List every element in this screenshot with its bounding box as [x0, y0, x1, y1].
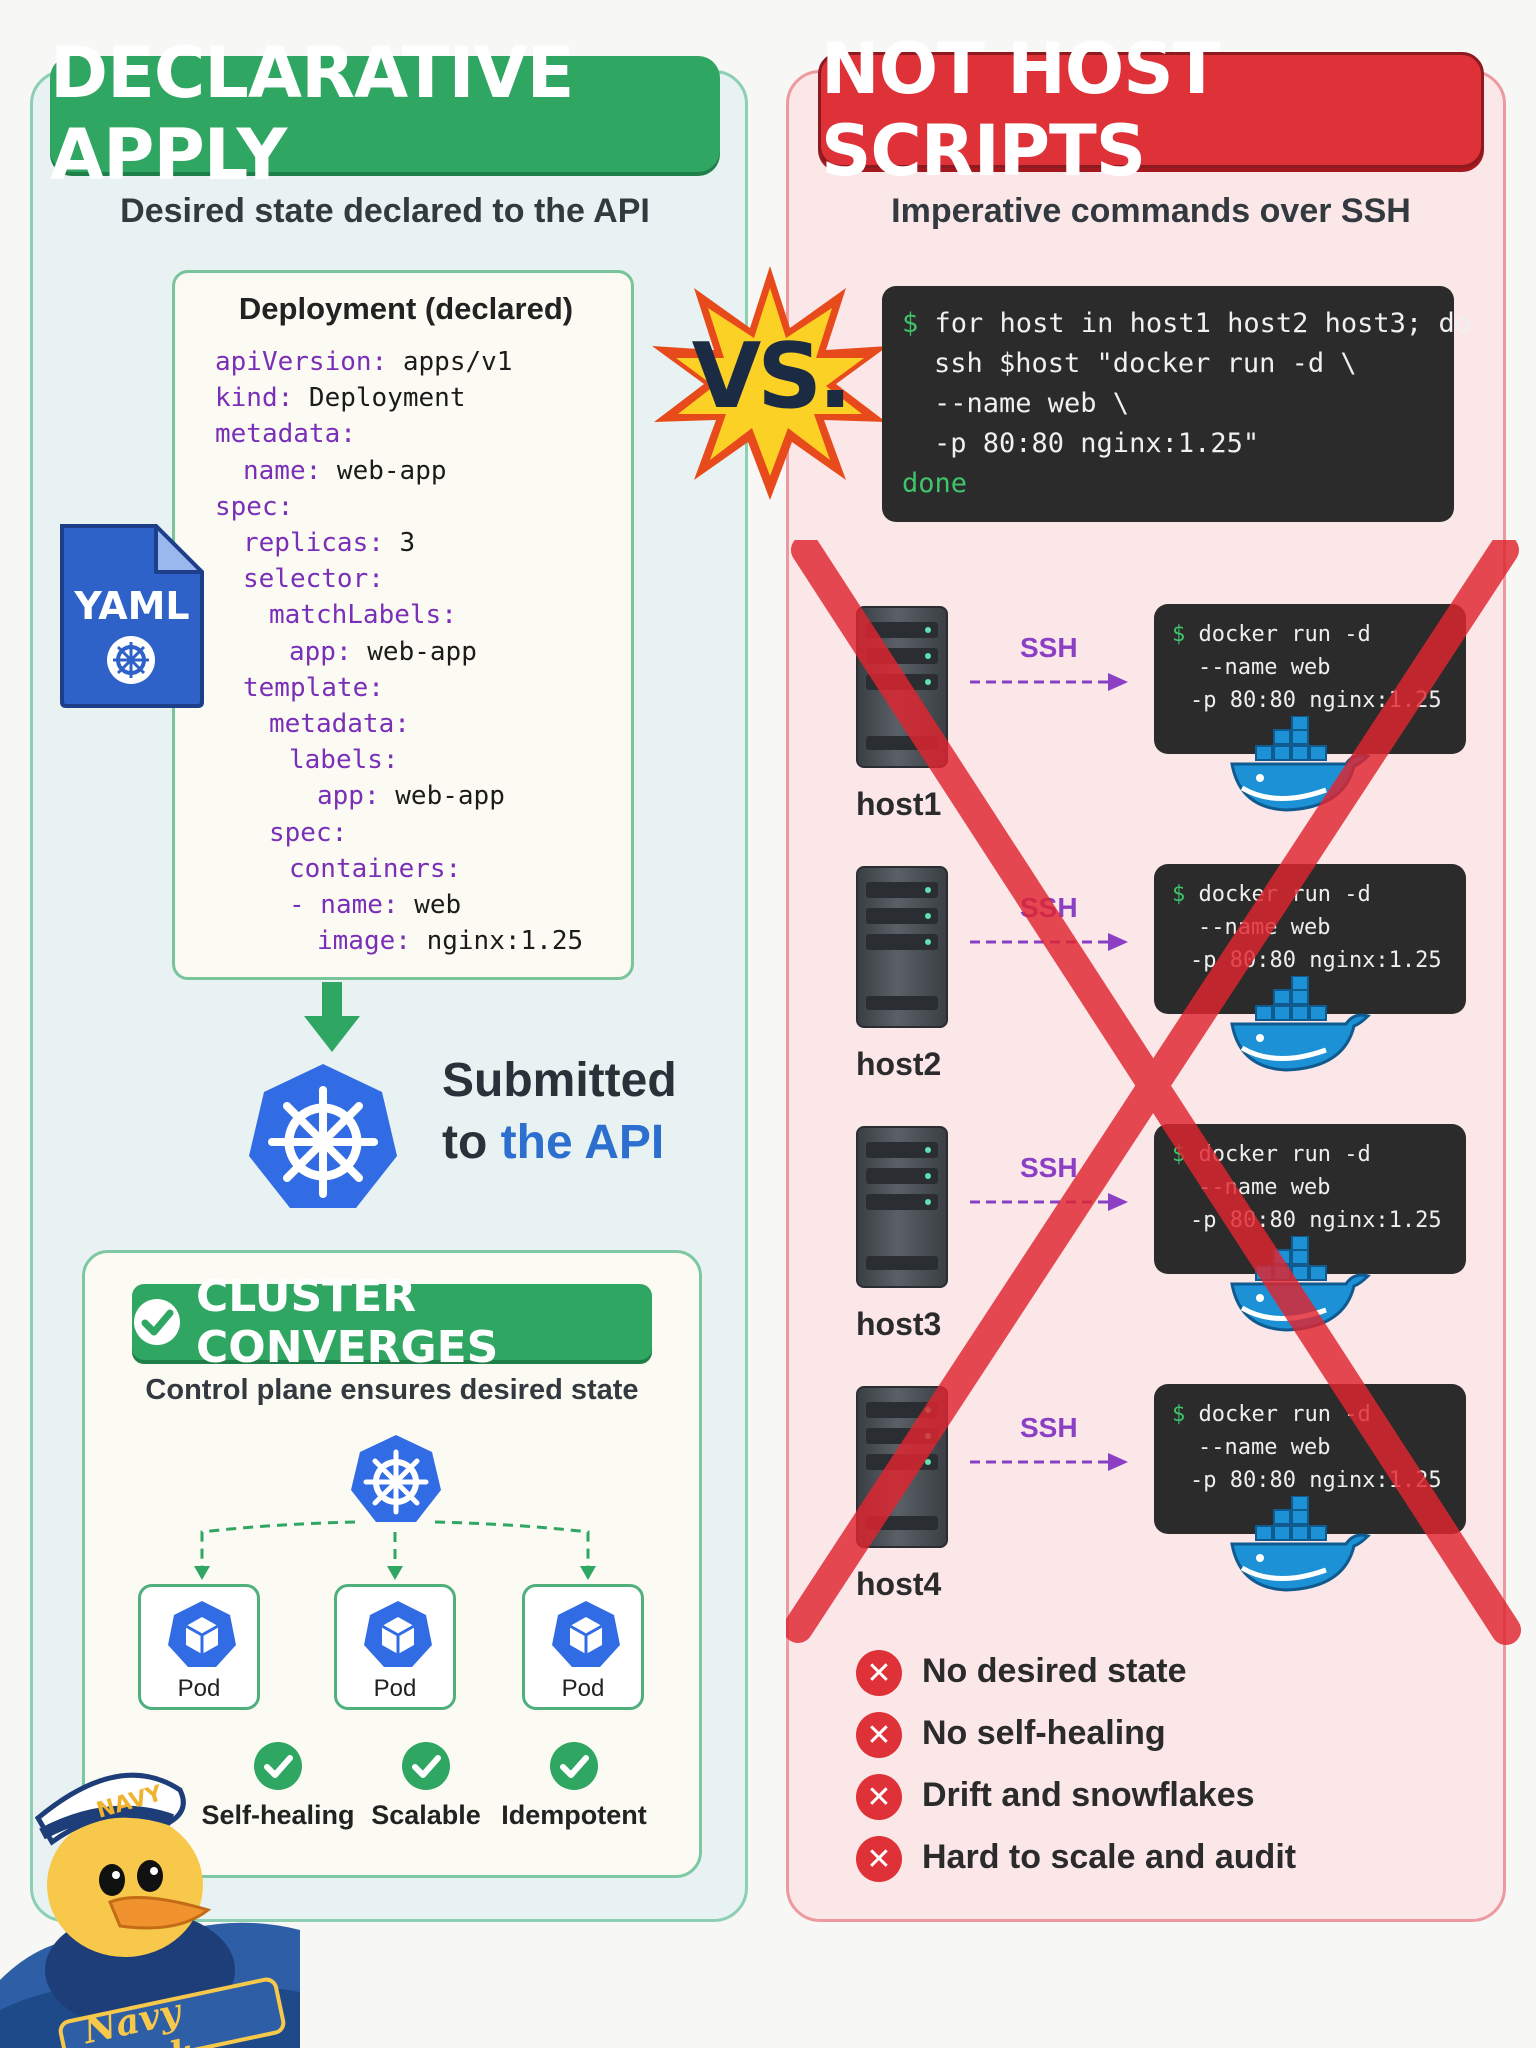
yaml-line: image: nginx:1.25	[317, 926, 584, 957]
docker-whale-icon	[1226, 975, 1376, 1076]
yaml-line: spec:	[215, 491, 294, 522]
kubernetes-icon	[244, 1060, 402, 1222]
declarative-subtitle: Desired state declared to the API	[120, 192, 650, 230]
check-icon	[550, 1742, 598, 1790]
check-icon	[254, 1742, 302, 1790]
con-item: No desired state	[922, 1652, 1187, 1690]
pod-connectors	[190, 1512, 610, 1586]
yaml-line: name: web-app	[243, 455, 447, 486]
yaml-card: Deployment (declared) apiVersion: apps/v…	[172, 270, 634, 980]
pod-icon	[168, 1601, 236, 1667]
yaml-line: containers:	[289, 853, 462, 884]
pod-card: Pod	[522, 1584, 644, 1710]
declarative-banner: DECLARATIVE APPLY	[50, 32, 720, 196]
server-icon	[856, 1386, 948, 1548]
ssh-arrow-icon	[968, 1450, 1132, 1478]
cluster-converges-banner: CLUSTER CONVERGES	[132, 1271, 652, 1373]
converge-subtitle: Control plane ensures desired state	[145, 1374, 639, 1406]
feature-label: Scalable	[371, 1800, 481, 1830]
imperative-banner: NOT HOST SCRIPTS	[818, 28, 1484, 192]
check-icon	[402, 1742, 450, 1790]
down-arrow-icon	[300, 982, 364, 1058]
yaml-line: matchLabels:	[269, 600, 457, 631]
yaml-line: selector:	[243, 564, 384, 595]
vs-burst-icon: VS.	[650, 262, 890, 502]
submitted-line2: to the API	[442, 1116, 665, 1169]
docker-whale-icon	[1226, 1235, 1376, 1336]
feature-label: Self-healing	[201, 1800, 355, 1830]
pod-icon	[364, 1601, 432, 1667]
yaml-line: metadata:	[215, 419, 356, 450]
con-item: No self-healing	[922, 1714, 1166, 1752]
x-circle-icon: ✕	[856, 1836, 902, 1882]
prompt-symbol: $	[902, 308, 919, 339]
ssh-arrow-icon	[968, 670, 1132, 698]
ssh-label: SSH	[1020, 892, 1078, 923]
script-line-2: ssh $host "docker run -d \	[934, 348, 1357, 379]
server-icon	[856, 866, 948, 1028]
con-item: Hard to scale and audit	[922, 1838, 1297, 1876]
submitted-to-api-text: Submitted to the API	[442, 1050, 722, 1174]
yaml-line: - name: web	[289, 890, 462, 920]
pod-label: Pod	[373, 1675, 417, 1702]
host-label: host4	[856, 1566, 942, 1602]
yaml-icon-label: YAML	[74, 584, 190, 628]
pod-icon	[552, 1601, 620, 1667]
submitted-line1: Submitted	[442, 1054, 677, 1107]
host-label: host3	[856, 1306, 942, 1342]
ssh-label: SSH	[1020, 1152, 1078, 1183]
script-line-1: for host in host1 host2 host3; do	[934, 308, 1471, 339]
navy-duck-mascot: NAVY Navy Duck	[0, 1730, 300, 2048]
yaml-file-icon: YAML	[56, 520, 206, 710]
yaml-line: app: web-app	[289, 636, 477, 667]
x-circle-icon: ✕	[856, 1650, 902, 1696]
con-item: Drift and snowflakes	[922, 1776, 1255, 1814]
pod-label: Pod	[561, 1675, 605, 1702]
server-icon	[856, 1126, 948, 1288]
control-plane-icon	[348, 1432, 444, 1532]
cluster-converges-label: CLUSTER CONVERGES	[196, 1271, 499, 1373]
host-label: host2	[856, 1046, 942, 1082]
yaml-line: metadata:	[269, 709, 410, 739]
yaml-line: apiVersion: apps/v1	[215, 347, 513, 377]
docker-whale-icon	[1226, 715, 1376, 816]
yaml-card-title: Deployment (declared)	[238, 291, 574, 326]
feature-label: Idempotent	[501, 1800, 647, 1830]
yaml-line: labels:	[289, 745, 399, 776]
docker-whale-icon	[1226, 1495, 1376, 1596]
pod-card: Pod	[334, 1584, 456, 1710]
yaml-line: kind: Deployment	[215, 383, 466, 414]
ssh-label: SSH	[1020, 1412, 1078, 1443]
script-done: done	[902, 468, 968, 499]
ssh-script-terminal: $ for host in host1 host2 host3; do ssh …	[882, 286, 1471, 522]
pod-card: Pod	[138, 1584, 260, 1710]
check-circle-icon	[132, 1297, 182, 1347]
ssh-arrow-icon	[968, 930, 1132, 958]
ssh-label: SSH	[1020, 632, 1078, 663]
imperative-subtitle: Imperative commands over SSH	[891, 192, 1411, 230]
api-text: the API	[500, 1116, 665, 1169]
yaml-line: replicas: 3	[243, 528, 416, 558]
yaml-line: app: web-app	[317, 781, 505, 812]
pod-label: Pod	[177, 1675, 221, 1702]
script-line-3: --name web \	[934, 388, 1130, 419]
ssh-arrow-icon	[968, 1190, 1132, 1218]
yaml-line: template:	[243, 672, 384, 703]
x-circle-icon: ✕	[856, 1774, 902, 1820]
host-label: host1	[856, 786, 942, 822]
x-circle-icon: ✕	[856, 1712, 902, 1758]
server-icon	[856, 606, 948, 768]
vs-label: VS.	[691, 324, 853, 429]
yaml-line: spec:	[269, 817, 348, 848]
script-line-4: -p 80:80 nginx:1.25"	[934, 428, 1260, 459]
